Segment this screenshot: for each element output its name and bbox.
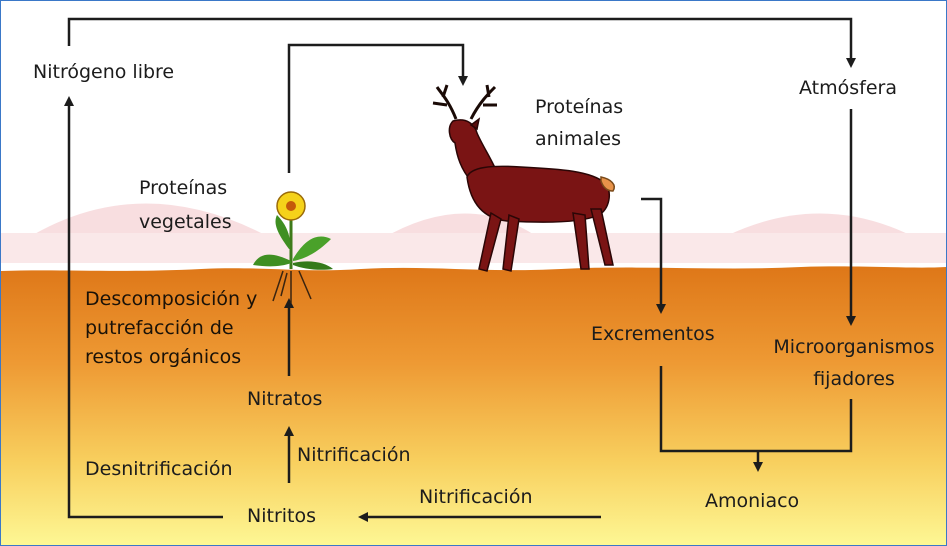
flower-illustration [253,191,333,303]
label-atmosfera: Atmósfera [799,77,897,99]
label-nitrificacion-1: Nitrificación [297,444,411,466]
label-nitratos: Nitratos [247,388,323,410]
label-nitrificacion-2: Nitrificación [419,486,533,508]
label-proteinas-vegetales: Proteínas vegetales [139,177,232,233]
label-desnitrificacion: Desnitrificación [85,458,233,480]
label-amoniaco: Amoniaco [705,490,800,512]
arrow-to-excrementos [641,197,666,314]
deer-illustration [432,84,615,272]
arrow-to-atmosfera [67,17,856,68]
arrow-plant-to-animal [287,43,468,173]
cycle-arrows [64,17,856,522]
label-proteinas-animales: Proteínas animales [535,96,624,150]
label-microorganismos: Microorganismos fijadores [773,336,935,390]
arrow-merge [659,366,853,453]
label-nitritos: Nitritos [247,505,317,527]
watermark [1,203,946,263]
soil-layer [1,266,946,545]
arrow-to-nitrogeno-libre [64,96,223,519]
label-descomposicion: Descomposición y putrefacción de restos … [85,288,258,368]
label-nitrogeno-libre: Nitrógeno libre [33,61,175,83]
label-excrementos: Excrementos [591,323,715,345]
